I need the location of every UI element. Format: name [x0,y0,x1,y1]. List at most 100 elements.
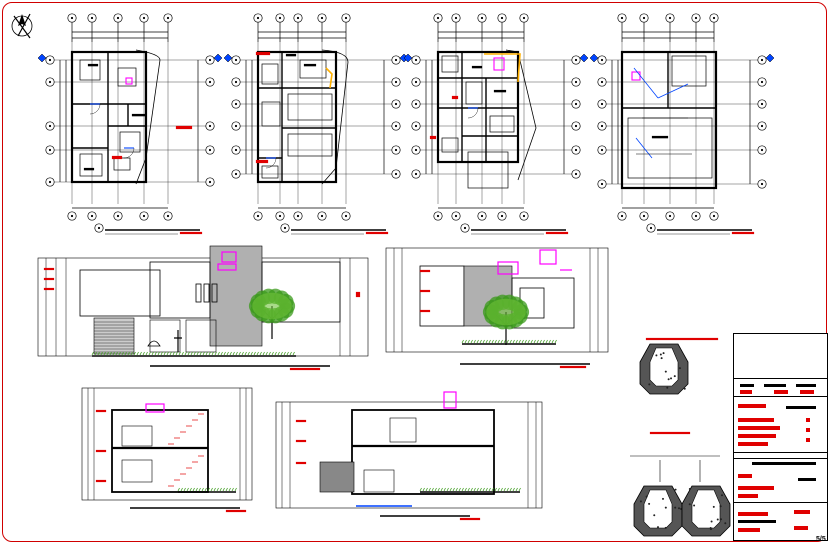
grid-bubble [598,56,606,64]
grid-bubble [46,178,54,186]
grid-bubble [88,212,96,220]
grid-bubble [294,212,302,220]
grid-bubble [46,146,54,154]
grid-bubble [598,78,606,86]
sheet-number: 5/5 [816,536,826,543]
grid-bubble [434,14,442,22]
grid-bubble [342,212,350,220]
grid-bubble [412,56,420,64]
grid-bubble [412,122,420,130]
grid-bubble [598,180,606,188]
grid-bubble [618,212,626,220]
grid-bubble [392,146,400,154]
grid-bubble [498,14,506,22]
grid-bubble [46,122,54,130]
plan-second [404,14,588,234]
grid-bubble [392,78,400,86]
grid-bubble [412,146,420,154]
grid-bubble [68,14,76,22]
grid-bubble [114,14,122,22]
grid-bubble [461,224,469,232]
grid-bubble [281,224,289,232]
grid-bubble [710,212,718,220]
grid-bubble [598,100,606,108]
grid-bubble [206,56,214,64]
grid-bubble [452,212,460,220]
grid-bubble [520,212,528,220]
grid-bubble [758,122,766,130]
grid-bubble [318,212,326,220]
grid-bubble [164,212,172,220]
grid-bubble [572,122,580,130]
grid-bubble [232,146,240,154]
grid-bubble [478,212,486,220]
grid-bubble [412,100,420,108]
grid-bubble [46,78,54,86]
grid-bubble [412,78,420,86]
grid-bubble [114,212,122,220]
tree-icon [483,295,529,345]
plan-roof [590,14,774,234]
grid-bubble [232,56,240,64]
grid-bubble [758,146,766,154]
grid-bubble [758,56,766,64]
grid-bubble [598,122,606,130]
grid-bubble [666,212,674,220]
grid-bubble [758,100,766,108]
north-arrow-icon [12,14,32,38]
grid-bubble [318,14,326,22]
grid-bubble [572,56,580,64]
grid-bubble [758,78,766,86]
grid-bubble [640,212,648,220]
grid-bubble [392,122,400,130]
grid-bubble [232,122,240,130]
grid-bubble [572,170,580,178]
grid-bubble [206,146,214,154]
grid-bubble [206,178,214,186]
section-a [82,388,252,512]
grid-bubble [392,100,400,108]
grid-bubble [342,14,350,22]
grid-bubble [598,146,606,154]
grid-bubble [88,14,96,22]
grid-bubble [206,122,214,130]
grid-bubble [276,212,284,220]
grid-bubble [232,78,240,86]
grid-bubble [710,14,718,22]
elevation-side [386,248,608,368]
grid-bubble [452,14,460,22]
grid-bubble [498,212,506,220]
section-b [276,392,542,520]
grid-bubble [666,14,674,22]
grid-bubble [478,14,486,22]
grid-bubble [68,212,76,220]
grid-bubble [254,14,262,22]
grid-bubble [520,14,528,22]
grid-bubble [232,170,240,178]
grid-bubble [572,146,580,154]
detail-foundation [630,338,730,536]
grid-bubble [412,170,420,178]
plan-first [224,14,408,234]
grid-bubble [572,100,580,108]
grid-bubble [206,78,214,86]
grid-bubble [164,14,172,22]
landscape-strip [462,340,557,344]
person-icon [174,330,182,352]
grid-bubble [276,14,284,22]
grid-bubble [294,14,302,22]
grid-bubble [640,14,648,22]
grid-bubble [140,14,148,22]
grid-bubble [758,180,766,188]
grid-bubble [140,212,148,220]
grid-bubble [46,56,54,64]
grid-bubble [95,224,103,232]
grid-bubble [647,224,655,232]
title-block [733,333,828,541]
landscape-strip [420,488,521,492]
grid-bubble [692,14,700,22]
grid-bubble [618,14,626,22]
grid-bubble [392,170,400,178]
